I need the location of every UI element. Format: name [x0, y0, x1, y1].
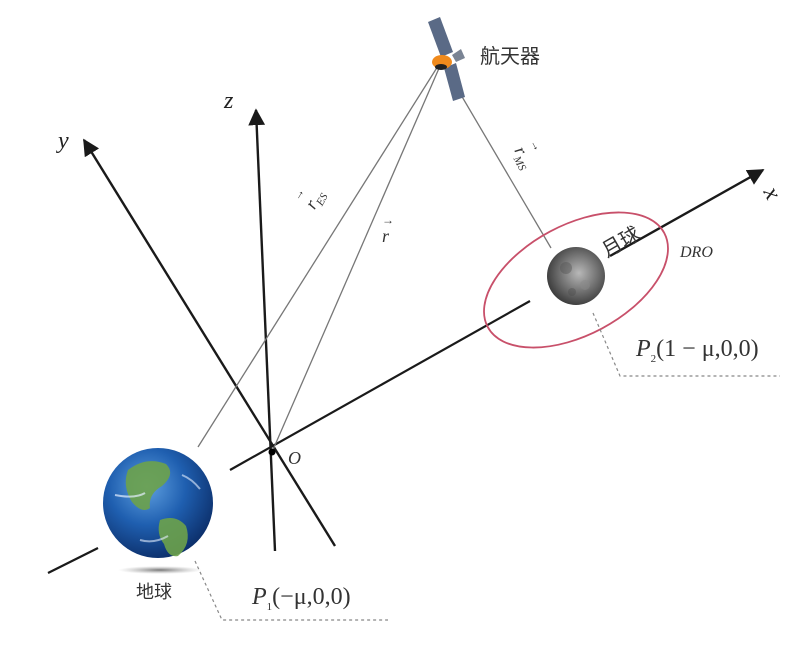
- vector-r-line: [271, 65, 441, 453]
- dro-orbit: [483, 211, 669, 349]
- y-axis: [82, 138, 337, 547]
- z-axis-label: z: [224, 88, 234, 114]
- p2-label: P2(1 − μ,0,0): [636, 336, 759, 365]
- earth-label: 地球: [136, 582, 172, 603]
- spacecraft-label: 航天器: [480, 44, 540, 68]
- vector-r-label: r: [382, 213, 394, 247]
- p2-leader: [592, 312, 780, 377]
- p1-leader: [194, 560, 388, 621]
- dro-label: DRO: [680, 244, 713, 261]
- moon-icon: [547, 247, 605, 305]
- y-axis-label: y: [58, 128, 69, 154]
- z-axis: [248, 108, 277, 552]
- p1-label: P1(−μ,0,0): [252, 584, 351, 613]
- earth-icon: [103, 448, 213, 574]
- leader-lines: [194, 312, 780, 621]
- origin-label: O: [288, 448, 301, 468]
- origin-point: [268, 448, 276, 456]
- vector-lines: [197, 65, 552, 453]
- vector-r-es-line: [197, 65, 439, 448]
- spacecraft-icon: [428, 17, 465, 101]
- x-axis: [47, 168, 765, 574]
